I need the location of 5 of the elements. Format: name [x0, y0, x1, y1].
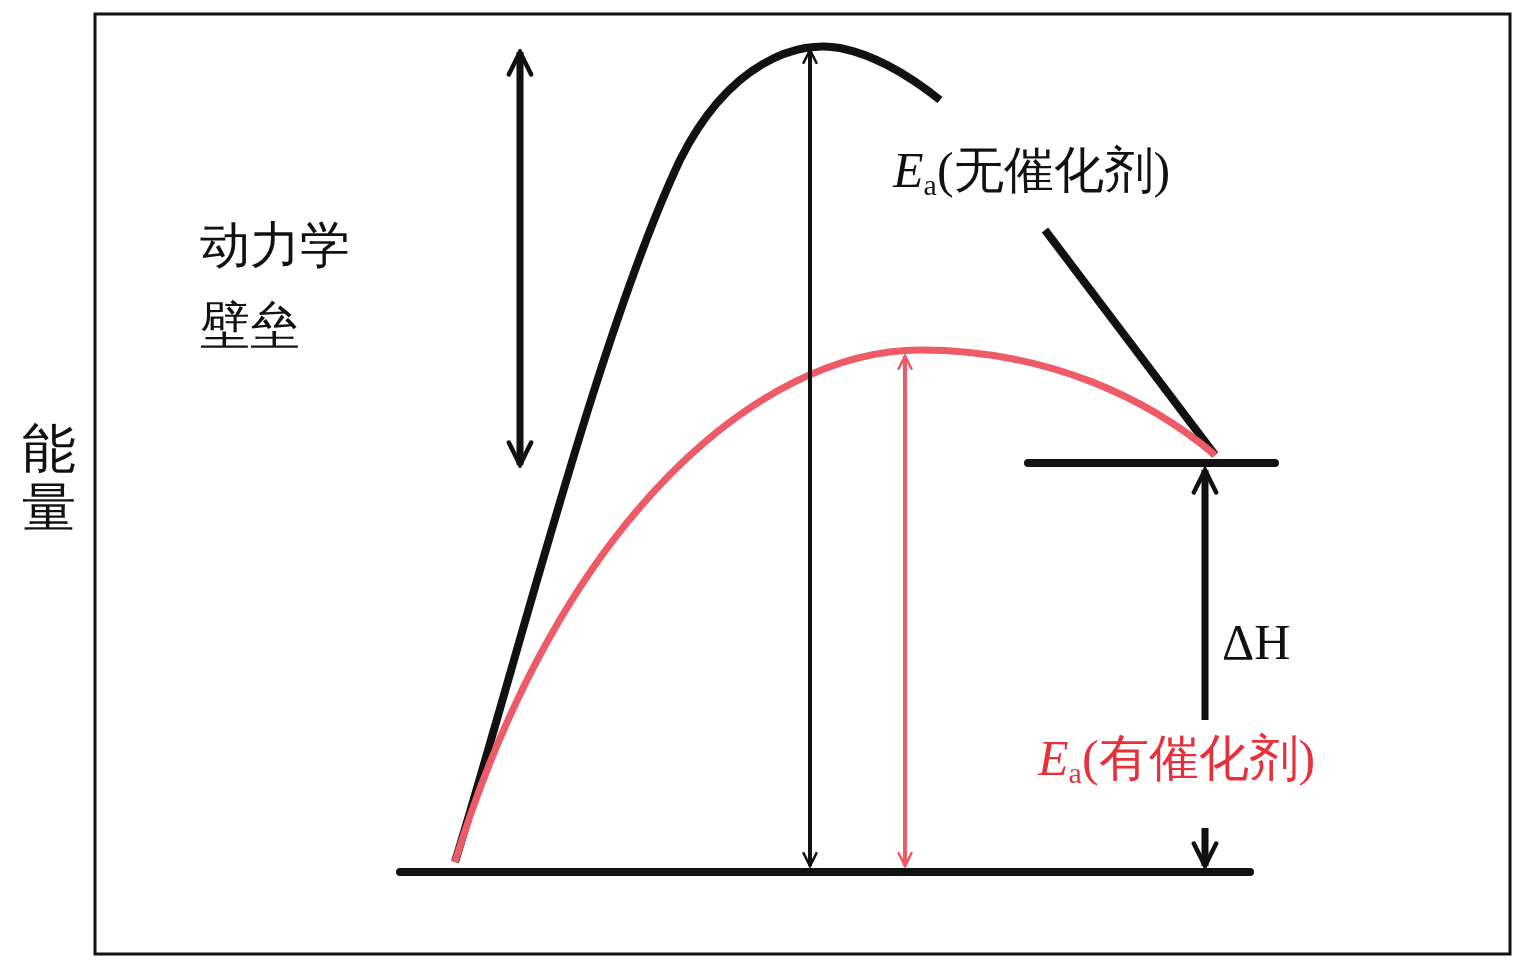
barrier-label: 动力学壁垒 [200, 216, 351, 355]
enthalpy-label: ΔH [1222, 613, 1291, 672]
energy-label: E$_{a}$(有催化剂) [1038, 729, 1316, 791]
energy-label: E$_{a}$(无催化剂) [893, 141, 1171, 203]
axis-label: 能量 [22, 420, 76, 539]
